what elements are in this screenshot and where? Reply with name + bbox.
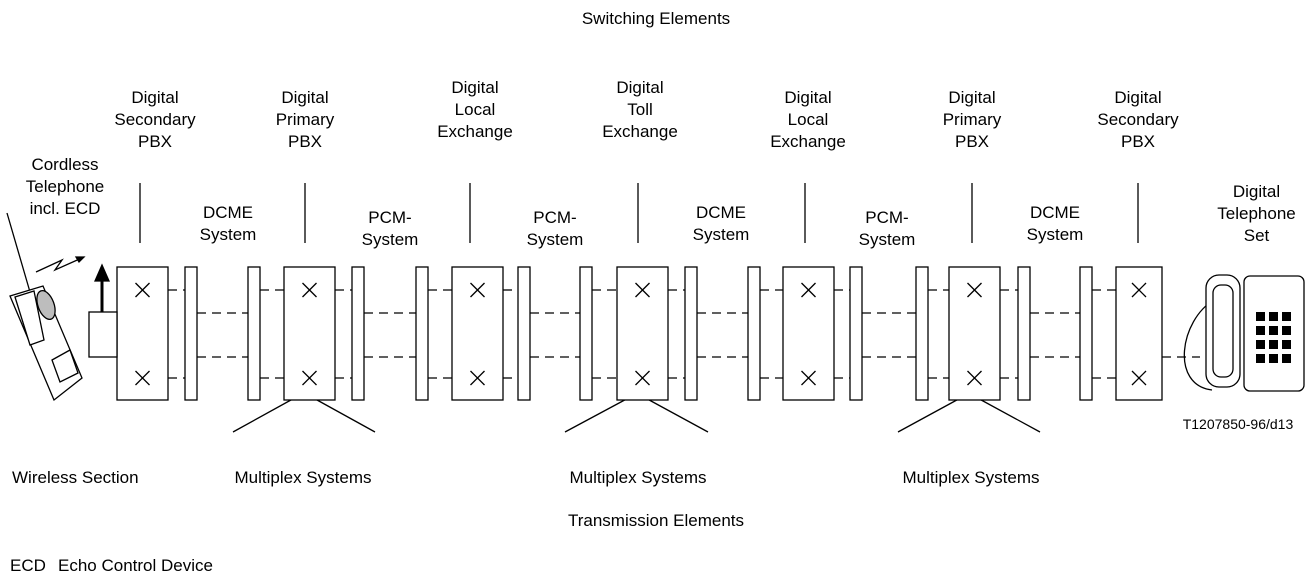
switch-block-1 [116,266,169,401]
multiplex-bracket-4 [639,394,709,433]
multiplex-bracket-5 [897,394,967,433]
terminal-bar-11 [1017,266,1031,401]
phone-key [1256,312,1265,321]
switching-elements-title: Switching Elements [581,9,731,28]
link-label-1: DCME System [199,203,257,244]
cross-mark [470,282,485,298]
terminal-bar-6 [579,266,593,401]
phone-key [1256,326,1265,335]
radio-link-icon [35,256,85,273]
figure-id: T1207850-96/d13 [1182,416,1294,432]
phone-key [1269,326,1278,335]
cross-mark [1131,282,1147,298]
link-label-3: PCM- System [526,208,584,249]
switch-label-2: Digital Primary PBX [275,88,335,151]
legend-abbreviation: ECD [10,556,46,575]
multiplex-bracket-6 [971,394,1041,433]
switch-block-6 [948,266,1001,401]
ecd-arrow-head [94,263,110,282]
switch-label-7: Digital Secondary PBX [1097,88,1179,151]
cross-mark [1131,370,1147,386]
phone-key [1269,312,1278,321]
multiplex-bracket-3 [564,394,635,433]
terminal-bar-7 [684,266,698,401]
phone-key [1269,354,1278,363]
digital-telephone-set-label: Digital Telephone Set [1217,182,1296,245]
switch-block-5 [782,266,835,401]
multiplex-label-2: Multiplex Systems [569,468,707,487]
switch-label-1: Digital Secondary PBX [114,88,196,151]
terminal-bar-1 [184,266,198,401]
cross-mark [302,370,317,386]
multiplex-bracket-2 [307,394,376,433]
handset-earpiece [36,289,56,321]
phone-handset-inner [1212,284,1234,378]
switch-block-3 [451,266,504,401]
handset-panel [14,290,45,346]
cordless-telephone-label: Cordless Telephone incl. ECD [25,155,105,218]
link-label-2: PCM- System [361,208,419,249]
terminal-bar-8 [747,266,761,401]
link-label-6: DCME System [1026,203,1084,244]
radio-arrow-tip [74,256,86,264]
phone-key [1282,354,1291,363]
cross-mark [135,370,150,386]
cross-mark [635,282,650,298]
cross-mark [801,370,816,386]
phone-cord [1183,299,1215,391]
phone-key [1282,340,1291,349]
phone-key [1256,340,1265,349]
ecd-box [88,311,118,358]
cross-mark [635,370,650,386]
legend-description: Echo Control Device [58,556,213,575]
phone-key [1282,326,1291,335]
terminal-bar-10 [915,266,929,401]
link-label-4: DCME System [692,203,750,244]
terminal-bar-12 [1079,266,1093,401]
cross-mark [135,282,150,298]
phone-key [1269,340,1278,349]
switch-label-3: Digital Local Exchange [437,78,513,141]
switch-label-6: Digital Primary PBX [942,88,1002,151]
terminal-bar-5 [517,266,531,401]
phone-key [1256,354,1265,363]
switch-label-5: Digital Local Exchange [770,88,846,151]
antenna [6,212,31,293]
link-label-5: PCM- System [858,208,916,249]
transmission-elements-title: Transmission Elements [567,511,745,530]
switch-label-4: Digital Toll Exchange [602,78,678,141]
handset-keypad [51,349,79,383]
terminal-bar-3 [351,266,365,401]
terminal-bar-4 [415,266,429,401]
cross-mark [470,370,485,386]
multiplex-label-1: Multiplex Systems [234,468,372,487]
switch-block-7 [1115,266,1163,401]
cross-mark [967,370,982,386]
switch-block-2 [283,266,336,401]
cross-mark [801,282,816,298]
wireless-section-label: Wireless Section [12,468,139,487]
switch-block-4 [616,266,669,401]
terminal-bar-9 [849,266,863,401]
multiplex-bracket-1 [232,394,301,433]
cross-mark [967,282,982,298]
terminal-bar-2 [247,266,261,401]
multiplex-label-3: Multiplex Systems [902,468,1040,487]
phone-key [1282,312,1291,321]
cross-mark [302,282,317,298]
